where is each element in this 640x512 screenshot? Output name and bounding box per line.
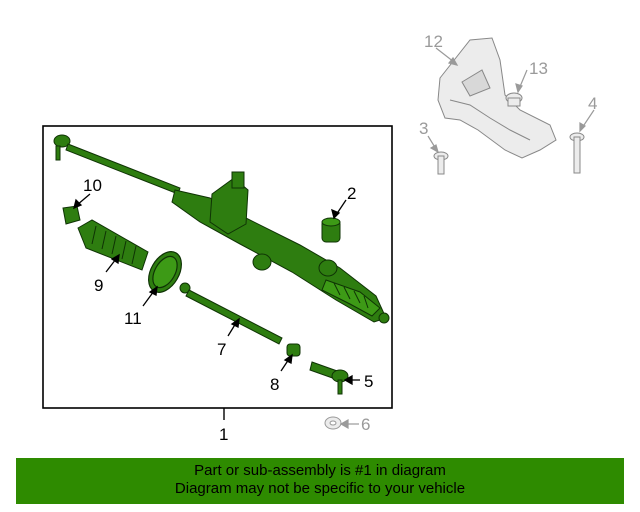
steering-rack (53, 134, 390, 324)
part-6-nut (324, 416, 342, 430)
callout-1: 1 (219, 425, 228, 444)
part-3-bolt (433, 151, 449, 175)
assembly-frame (42, 125, 393, 409)
banner-line-1: Part or sub-assembly is #1 in diagram (194, 462, 446, 479)
callout-5: 5 (364, 372, 373, 391)
info-banner: Part or sub-assembly is #1 in diagram Di… (16, 458, 624, 504)
callout-7: 7 (217, 340, 226, 359)
parts-diagram: 1 2 5 7 8 9 10 11 12 13 3 4 6 (42, 32, 597, 444)
callout-9: 9 (94, 276, 103, 295)
leader-lines (73, 193, 360, 386)
part-10-clamp (62, 205, 81, 225)
part-8-clamp (286, 343, 301, 357)
callout-11: 11 (124, 309, 142, 328)
callout-3: 3 (419, 119, 428, 138)
part-9-boot (77, 219, 149, 271)
callout-2: 2 (347, 184, 356, 203)
callout-13: 13 (529, 59, 548, 78)
callout-6: 6 (361, 415, 370, 434)
callout-10: 10 (83, 176, 102, 195)
part-5-tie-rod-end (309, 361, 349, 395)
callout-4: 4 (588, 94, 597, 113)
part-11-ring (148, 251, 182, 293)
grey-leader-lines (339, 47, 595, 430)
banner-line-2: Diagram may not be specific to your vehi… (174, 480, 466, 497)
part-2-bushing (321, 217, 341, 243)
part-12-shield (437, 37, 557, 159)
part-4-bolt (569, 132, 585, 174)
part-13-nut (505, 92, 523, 107)
callout-8: 8 (270, 375, 279, 394)
part-7-tie-rod (179, 282, 283, 345)
callout-12: 12 (424, 32, 443, 51)
